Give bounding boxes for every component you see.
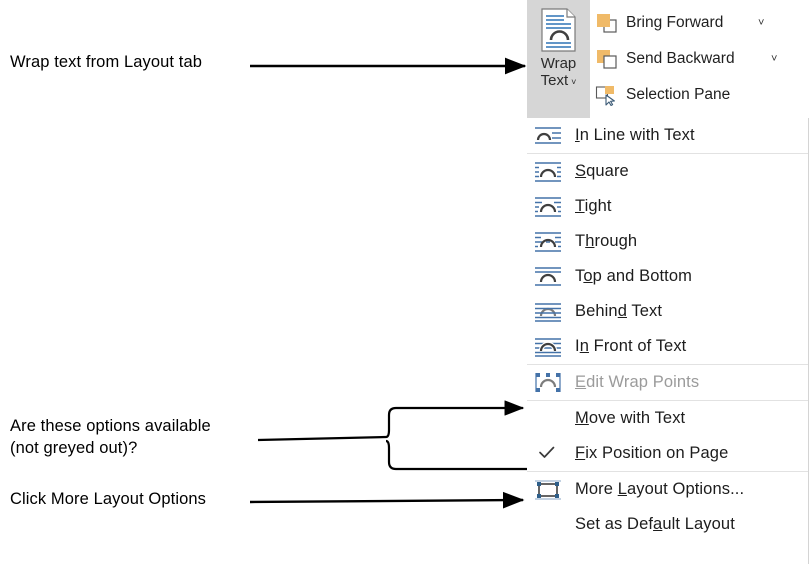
menu-item-label: Square: [575, 162, 629, 180]
menu-item-in-line-with-text[interactable]: In Line with Text: [527, 118, 808, 153]
wrap-behind-icon: [533, 300, 563, 324]
bring-forward-icon: [595, 12, 619, 34]
bring-forward-button[interactable]: Bring Forward ˅: [595, 6, 781, 39]
menu-item-label: Through: [575, 232, 638, 250]
bring-forward-label: Bring Forward: [626, 13, 724, 31]
arrow-more-layout-options: [249, 491, 525, 509]
menu-item-in-front-of-text[interactable]: In Front of Text: [527, 329, 808, 364]
wrap-text-button-label-line1: Wrap: [540, 55, 577, 72]
menu-item-through[interactable]: Through: [527, 224, 808, 259]
bring-forward-chevron-down-icon[interactable]: ˅: [758, 17, 765, 29]
menu-item-edit-wrap-points[interactable]: Edit Wrap Points: [527, 365, 808, 400]
menu-item-fix-position-on-page[interactable]: Fix Position on Page: [527, 436, 808, 471]
wrap-inline-icon: [533, 124, 563, 148]
menu-item-label: Edit Wrap Points: [575, 373, 700, 391]
send-backward-chevron-down-icon[interactable]: ˅: [771, 53, 778, 65]
menu-item-icon-placeholder: [533, 513, 563, 537]
wrap-text-icon: [538, 7, 580, 53]
ribbon-arrange-group: Wrap Text ˅ Bring Forward ˅ Send Backwar…: [527, 0, 809, 118]
menu-item-label: Set as Default Layout: [575, 515, 735, 533]
annotation-label-options-available: Are these options available (not greyed …: [10, 417, 211, 457]
menu-item-set-as-default-layout[interactable]: Set as Default Layout: [527, 507, 808, 542]
menu-item-top-and-bottom[interactable]: Top and Bottom: [527, 259, 808, 294]
menu-item-label: Move with Text: [575, 409, 686, 427]
menu-separator: [527, 400, 808, 401]
wrap-square-icon: [533, 160, 563, 184]
menu-item-square[interactable]: Square: [527, 154, 808, 189]
send-backward-icon: [595, 48, 619, 70]
wrap-text-dropdown-menu[interactable]: In Line with Text Square: [527, 118, 809, 564]
wrap-through-icon: [533, 230, 563, 254]
menu-item-tight[interactable]: Tight: [527, 189, 808, 224]
menu-item-label: Top and Bottom: [575, 267, 692, 285]
menu-item-move-with-text[interactable]: Move with Text: [527, 401, 808, 436]
selection-pane-icon: [595, 84, 619, 106]
menu-separator: [527, 471, 808, 472]
menu-item-label: More Layout Options...: [575, 480, 745, 498]
menu-item-more-layout-options[interactable]: More Layout Options...: [527, 472, 808, 507]
wrap-text-button-label-line2-row: Text ˅: [540, 71, 577, 90]
menu-item-behind-text[interactable]: Behind Text: [527, 294, 808, 329]
menu-item-label: Tight: [575, 197, 612, 215]
wrap-text-button[interactable]: Wrap Text ˅: [527, 0, 590, 118]
menu-item-label: In Line with Text: [575, 126, 695, 144]
arrow-available-upper-branch: [385, 400, 525, 439]
send-backward-button[interactable]: Send Backward ˅: [595, 42, 781, 75]
menu-item-icon-placeholder: [533, 442, 563, 466]
selection-pane-button[interactable]: Selection Pane: [595, 78, 781, 111]
selection-pane-label: Selection Pane: [626, 85, 731, 103]
arrow-available-lower-branch: [385, 439, 527, 471]
wrap-topbottom-icon: [533, 265, 563, 289]
menu-item-label: In Front of Text: [575, 337, 687, 355]
check-icon: [538, 444, 555, 461]
chevron-down-icon[interactable]: ˅: [571, 76, 577, 87]
more-layout-options-icon: [533, 478, 563, 502]
menu-separator: [527, 153, 808, 154]
menu-item-icon-placeholder: [533, 407, 563, 431]
send-backward-label: Send Backward: [626, 49, 735, 67]
annotation-label-click-more-layout-options: Click More Layout Options: [10, 490, 206, 508]
menu-item-label: Behind Text: [575, 302, 663, 320]
menu-separator: [527, 364, 808, 365]
edit-wrap-points-icon: [533, 371, 563, 395]
annotation-label-wrap-text: Wrap text from Layout tab: [10, 53, 203, 71]
wrap-tight-icon: [533, 195, 563, 219]
arrow-available-stem: [257, 435, 387, 442]
menu-item-label: Fix Position on Page: [575, 444, 729, 462]
wrap-text-button-label-line2: Text: [540, 71, 569, 89]
wrap-infront-icon: [533, 335, 563, 359]
